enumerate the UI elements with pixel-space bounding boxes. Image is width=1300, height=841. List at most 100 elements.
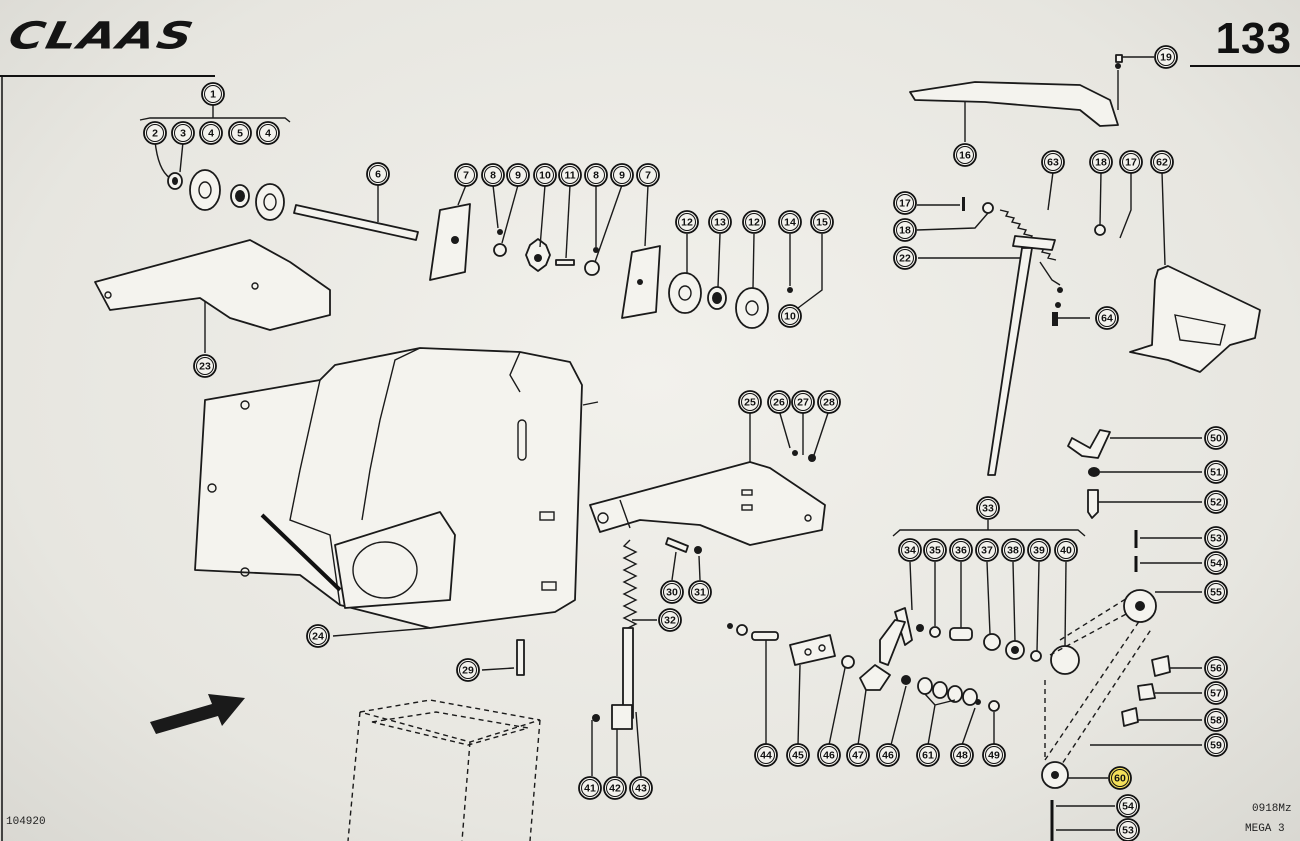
- callout-61: 61: [916, 743, 940, 767]
- callout-52: 52: [1204, 490, 1228, 514]
- callout-63: 63: [1041, 150, 1065, 174]
- callout-10: 10: [533, 163, 557, 187]
- callout-ring: [1119, 797, 1137, 815]
- callout-label: 16: [959, 150, 971, 162]
- callout-26: 26: [767, 390, 791, 414]
- callout-5: 5: [228, 121, 252, 145]
- callout-label: 44: [760, 750, 772, 762]
- callout-12: 12: [742, 210, 766, 234]
- callout-16: 16: [953, 143, 977, 167]
- callout-label: 50: [1210, 433, 1222, 445]
- callout-bubble: [533, 163, 557, 187]
- callout-ring: [757, 746, 775, 764]
- callout-bubble: [1001, 538, 1025, 562]
- callout-label: 26: [773, 397, 785, 409]
- callout-ring: [259, 124, 277, 142]
- callout-10: 10: [778, 304, 802, 328]
- callout-label: 39: [1033, 545, 1045, 557]
- callout-54: 54: [1116, 794, 1140, 818]
- callout-ring: [1098, 309, 1116, 327]
- callout-56: 56: [1204, 656, 1228, 680]
- callout-34: 34: [898, 538, 922, 562]
- callout-label: 9: [515, 170, 521, 182]
- callout-label: 38: [1007, 545, 1019, 557]
- callout-bubble: [201, 82, 225, 106]
- callout-8: 8: [584, 163, 608, 187]
- callout-ring: [581, 779, 599, 797]
- callout-label: 49: [988, 750, 1000, 762]
- arrow-up-right-icon: [150, 694, 245, 734]
- bearing-assembly-1: [139, 103, 291, 221]
- callout-bubble: [1041, 150, 1065, 174]
- callout-ring: [459, 661, 477, 679]
- callout-ring: [979, 499, 997, 517]
- callout-bubble: [742, 210, 766, 234]
- callout-bubble: [976, 496, 1000, 520]
- callout-bubble: [893, 246, 917, 270]
- callout-42: 42: [603, 776, 627, 800]
- callout-ring: [770, 393, 788, 411]
- callout-label: 7: [645, 170, 651, 182]
- callout-label: 60: [1114, 773, 1126, 785]
- callout-53: 53: [1204, 526, 1228, 550]
- callout-ring: [1153, 153, 1171, 171]
- callout-label: 53: [1210, 533, 1222, 545]
- callout-bubble: [603, 776, 627, 800]
- bearing-assembly-12-15: [668, 233, 823, 329]
- callout-bubble: [778, 304, 802, 328]
- callout-ring: [978, 541, 996, 559]
- callout-bubble: [1116, 794, 1140, 818]
- callout-ring: [820, 393, 838, 411]
- callout-bubble: [366, 162, 390, 186]
- callout-8: 8: [481, 163, 505, 187]
- callout-bubble: [1204, 490, 1228, 514]
- callout-15: 15: [810, 210, 834, 234]
- callout-label: 13: [714, 217, 726, 229]
- callout-bubble: [810, 210, 834, 234]
- callout-bubble: [1204, 551, 1228, 575]
- callout-bubble: [982, 743, 1006, 767]
- callout-label: 54: [1210, 558, 1222, 570]
- callout-label: 46: [882, 750, 894, 762]
- callout-label: 35: [929, 545, 941, 557]
- callout-45: 45: [786, 743, 810, 767]
- callout-bubble: [846, 743, 870, 767]
- callout-label: 63: [1047, 157, 1059, 169]
- callout-47: 47: [846, 743, 870, 767]
- callout-label: 32: [664, 615, 676, 627]
- callout-ring: [663, 583, 681, 601]
- callout-ring: [1207, 583, 1225, 601]
- callout-49: 49: [982, 743, 1006, 767]
- callout-ring: [536, 166, 554, 184]
- cover-16: [909, 54, 1154, 142]
- callout-label: 33: [982, 503, 994, 515]
- callout-51: 51: [1204, 460, 1228, 484]
- callout-37: 37: [975, 538, 999, 562]
- callout-11: 11: [558, 163, 582, 187]
- callout-label: 53: [1122, 825, 1134, 837]
- callout-label: 12: [748, 217, 760, 229]
- callout-41: 41: [578, 776, 602, 800]
- callout-bubble: [1204, 426, 1228, 450]
- callout-22: 22: [893, 246, 917, 270]
- callout-ring: [1092, 153, 1110, 171]
- callout-bubble: [1154, 45, 1178, 69]
- callout-ring: [1207, 659, 1225, 677]
- callout-bubble: [778, 210, 802, 234]
- callout-54: 54: [1204, 551, 1228, 575]
- callout-55: 55: [1204, 580, 1228, 604]
- drawing-id: 104920: [6, 816, 46, 828]
- callout-ring: [956, 146, 974, 164]
- callout-label: 31: [694, 587, 706, 599]
- plate-assembly-7-11: [429, 184, 661, 319]
- callout-17: 17: [893, 191, 917, 215]
- callout-44: 44: [754, 743, 778, 767]
- bracket-23: [94, 239, 331, 353]
- callout-label: 51: [1210, 467, 1222, 479]
- callout-bubble: [738, 390, 762, 414]
- callout-14: 14: [778, 210, 802, 234]
- callout-ring: [632, 779, 650, 797]
- callout-bubble: [660, 580, 684, 604]
- callout-label: 22: [899, 253, 911, 265]
